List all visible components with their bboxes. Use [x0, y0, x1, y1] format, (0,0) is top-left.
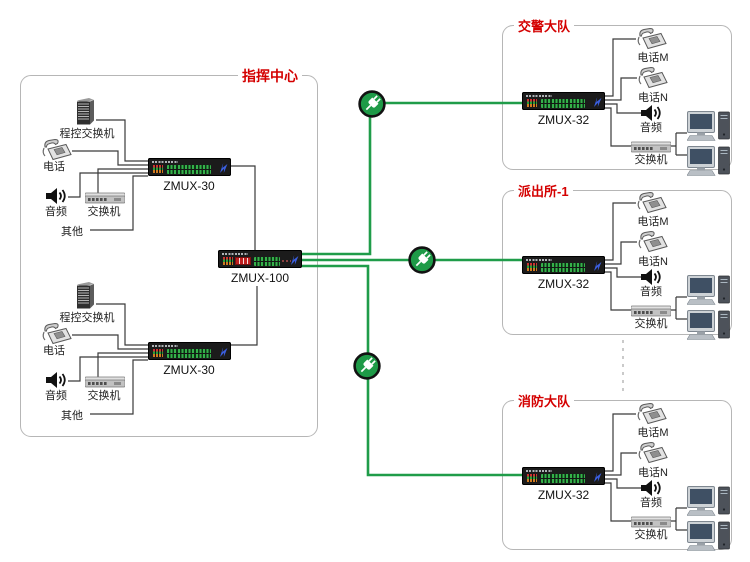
speaker-icon [46, 372, 68, 388]
zmux-30-label: ZMUX-30 [163, 179, 215, 193]
zmux-32-label: ZMUX-32 [537, 113, 590, 127]
workstation-icon [687, 310, 731, 342]
command-center-box [20, 75, 318, 437]
phone-n-label: 电话N [638, 256, 668, 268]
audio-label: 音频 [640, 122, 662, 134]
ethernet-switch-icon [631, 140, 671, 153]
site-box [502, 25, 732, 170]
zmux-32-label: ZMUX-32 [537, 488, 590, 502]
fiber-trunk-lines [302, 101, 522, 477]
zmux-100-device [218, 250, 302, 268]
phone-icon [636, 27, 668, 51]
speaker-icon [641, 269, 663, 285]
device-logo-icon [593, 471, 602, 483]
other-label: 其他 [61, 226, 83, 238]
phone-icon [637, 230, 669, 254]
phone-m-label: 电话M [637, 216, 669, 228]
fiber-link-icon [357, 89, 387, 119]
workstation-icon [687, 111, 731, 143]
pbx-server-icon [74, 97, 96, 127]
command-center-wires [68, 119, 258, 415]
phone-icon [636, 402, 668, 426]
zmux-100-label: ZMUX-100 [218, 271, 302, 285]
audio-label: 音频 [640, 497, 662, 509]
switch-label: 交换机 [634, 154, 668, 166]
zmux-32-label: ZMUX-32 [537, 277, 590, 291]
site-box [502, 190, 732, 335]
speaker-icon [641, 480, 663, 496]
switch-label: 交换机 [87, 206, 121, 218]
phone-n-label: 电话N [638, 92, 668, 104]
audio-label: 音频 [45, 390, 67, 402]
site-wires [605, 38, 687, 531]
switch-label: 交换机 [634, 529, 668, 541]
audio-label: 音频 [45, 206, 67, 218]
site-title: 消防大队 [514, 391, 575, 410]
phone-icon [41, 138, 73, 162]
ethernet-switch-icon [85, 375, 125, 388]
device-logo-icon [219, 346, 228, 358]
phone-m-label: 电话M [637, 427, 669, 439]
other-label: 其他 [61, 410, 83, 422]
zmux-32-device [522, 467, 605, 485]
workstation-icon [687, 146, 731, 178]
phone-icon [41, 322, 73, 346]
audio-label: 音频 [640, 286, 662, 298]
zmux-32-device [522, 256, 605, 274]
phone-label: 电话 [43, 345, 65, 357]
phone-icon [637, 441, 669, 465]
workstation-icon [687, 486, 731, 518]
speaker-icon [46, 188, 68, 204]
site-title: 交警大队 [514, 16, 575, 35]
pbx-label: 程控交换机 [59, 128, 115, 140]
workstation-icon [687, 521, 731, 553]
workstation-icon [687, 275, 731, 307]
ethernet-switch-icon [631, 304, 671, 317]
fiber-link-icon [352, 351, 382, 381]
device-logo-icon [593, 96, 602, 108]
speaker-icon [641, 105, 663, 121]
device-logo-icon [290, 254, 299, 266]
device-logo-icon [219, 162, 228, 174]
site-title: 派出所-1 [514, 181, 573, 200]
zmux-30-label: ZMUX-30 [163, 363, 215, 377]
phone-icon [636, 191, 668, 215]
switch-label: 交换机 [634, 318, 668, 330]
ethernet-switch-icon [85, 191, 125, 204]
phone-n-label: 电话N [638, 467, 668, 479]
pbx-server-icon [74, 281, 96, 311]
zmux-32-device [522, 92, 605, 110]
pbx-label: 程控交换机 [59, 312, 115, 324]
phone-icon [637, 66, 669, 90]
zmux-30-device [148, 342, 231, 360]
phone-label: 电话 [43, 161, 65, 173]
command-center-title: 指挥中心 [238, 66, 302, 86]
zmux-30-device [148, 158, 231, 176]
fiber-link-icon [407, 245, 437, 275]
device-logo-icon [593, 260, 602, 272]
switch-label: 交换机 [87, 390, 121, 402]
ethernet-switch-icon [631, 515, 671, 528]
phone-m-label: 电话M [637, 52, 669, 64]
